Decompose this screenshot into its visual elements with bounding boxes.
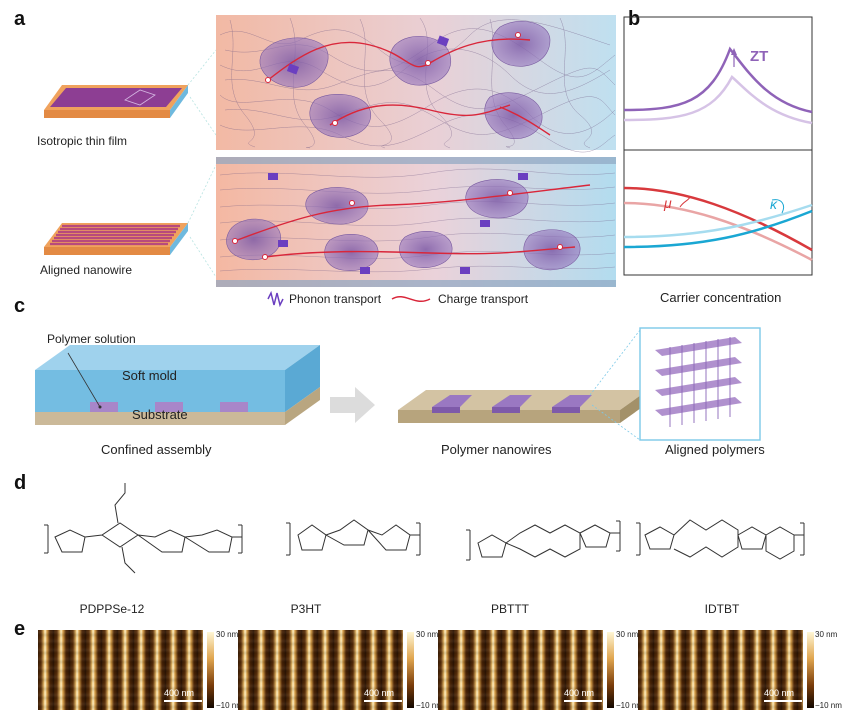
colorbar-1-top: 30 nm bbox=[216, 630, 239, 639]
molecule-name-p3ht: P3HT bbox=[290, 602, 322, 616]
soft-mold-label: Soft mold bbox=[122, 368, 177, 383]
charge-legend-label: Charge transport bbox=[438, 292, 529, 306]
kappa-label: κ bbox=[770, 196, 777, 212]
panel-d-structures bbox=[44, 483, 805, 574]
colorbar-3 bbox=[607, 632, 614, 708]
isotropic-film-label: Isotropic thin film bbox=[37, 134, 128, 148]
colorbar-2-top: 30 nm bbox=[416, 630, 439, 639]
mu-label: μ bbox=[664, 195, 672, 211]
phonon-legend-label: Phonon transport bbox=[289, 292, 382, 306]
afm-image-3 bbox=[438, 630, 603, 710]
colorbar-4-bottom: −10 nm bbox=[815, 701, 842, 710]
aligned-nanowire-chip bbox=[44, 223, 188, 255]
panel-label-e: e bbox=[14, 618, 26, 640]
carrier-concentration-label: Carrier concentration bbox=[660, 290, 782, 305]
scale-label-2: 400 nm bbox=[364, 688, 395, 698]
colorbar-3-top: 30 nm bbox=[616, 630, 639, 639]
panel-c-figure bbox=[35, 327, 761, 441]
aligned-nanowire-label: Aligned nanowire bbox=[40, 263, 133, 277]
colorbar-3-bottom: −10 nm bbox=[616, 701, 643, 710]
charge-legend-icon bbox=[391, 296, 431, 302]
zt-curve-low bbox=[623, 75, 813, 125]
confined-assembly-label: Confined assembly bbox=[101, 442, 212, 457]
scale-bar-1 bbox=[164, 700, 202, 702]
scale-label-1: 400 nm bbox=[164, 688, 195, 698]
panel-label-d: d bbox=[14, 472, 27, 494]
colorbar-2 bbox=[407, 632, 414, 708]
panel-label-b: b bbox=[628, 8, 641, 30]
isotropic-morphology-box bbox=[216, 15, 616, 153]
colorbar-4-top: 30 nm bbox=[815, 630, 838, 639]
zt-curve-high bbox=[623, 46, 813, 114]
colorbar-2-bottom: −10 nm bbox=[416, 701, 443, 710]
mu-curve-high bbox=[623, 186, 813, 252]
polymer-solution-label: Polymer solution bbox=[47, 332, 136, 346]
kappa-curve-low bbox=[623, 203, 813, 239]
molecule-name-pbttt: PBTTT bbox=[491, 602, 529, 616]
scale-label-4: 400 nm bbox=[764, 688, 795, 698]
phonon-legend-icon bbox=[267, 290, 284, 308]
colorbar-4 bbox=[807, 632, 814, 708]
aligned-morphology-box bbox=[216, 157, 616, 287]
zt-label: ZT bbox=[750, 48, 769, 65]
aligned-polymers-label: Aligned polymers bbox=[665, 442, 765, 457]
kappa-curve-high bbox=[623, 209, 813, 249]
scale-bar-4 bbox=[764, 700, 802, 702]
scale-label-3: 400 nm bbox=[564, 688, 595, 698]
panel-a-figure bbox=[44, 15, 616, 308]
molecule-name-pdppse12: PDPPSe-12 bbox=[79, 602, 145, 616]
afm-image-4 bbox=[638, 630, 803, 710]
mu-curve-low bbox=[623, 201, 813, 262]
substrate-label: Substrate bbox=[132, 407, 188, 422]
panel-label-c: c bbox=[14, 295, 26, 317]
polymer-nanowires-label: Polymer nanowires bbox=[441, 442, 552, 457]
scale-bar-3 bbox=[564, 700, 602, 702]
scale-bar-2 bbox=[364, 700, 402, 702]
molecule-name-idtbt: IDTBT bbox=[704, 602, 740, 616]
colorbar-1-bottom: −10 nm bbox=[216, 701, 243, 710]
panel-label-a: a bbox=[14, 8, 26, 30]
afm-image-1 bbox=[38, 630, 203, 710]
panel-b-chart bbox=[623, 16, 813, 276]
colorbar-1 bbox=[207, 632, 214, 708]
isotropic-film-chip bbox=[44, 85, 188, 118]
afm-image-2 bbox=[238, 630, 403, 710]
